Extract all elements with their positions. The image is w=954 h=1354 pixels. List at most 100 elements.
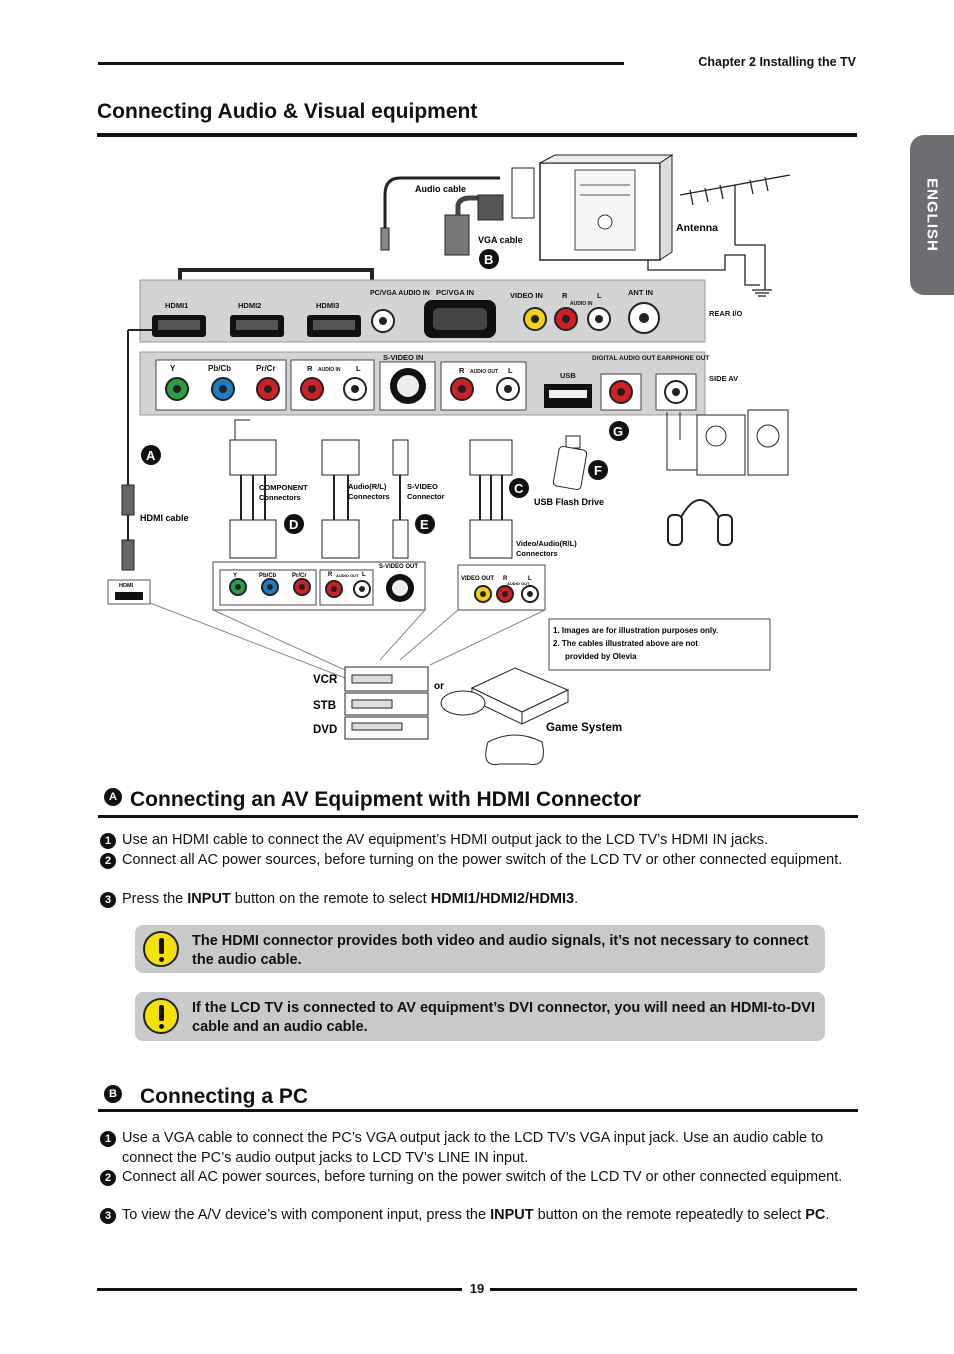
out-l-label: L [362,572,366,578]
step-number: 3 [100,892,116,908]
section-b-step-3: 3 To view the A/V device’s with componen… [100,1206,860,1246]
svg-text:G: G [613,424,623,439]
usb-label: USB [560,371,576,380]
page-title: Connecting Audio & Visual equipment [97,100,478,123]
header-rule [98,62,624,65]
step-text: Use an HDMI cable to connect the AV equi… [122,832,769,848]
step-text: Press the [122,891,188,907]
marker-b [479,249,499,269]
audio-cable-label: Audio cable [415,184,466,194]
svideo-in-port [379,361,436,411]
audio-in-label-side: AUDIO IN [318,367,341,373]
rear-io-label: REAR I/O [709,309,743,318]
svg-text:B: B [484,252,493,267]
section-b-marker: B [104,1085,122,1103]
svideo-connector-label-2: Connector [407,492,445,501]
section-a-step-2: 2 Connect all AC power sources, before t… [100,851,860,891]
svg-text:A: A [146,448,156,463]
side-av-label: SIDE AV [709,374,738,383]
step-number: 3 [100,1208,116,1224]
vga-port [424,300,496,338]
marker-d [284,514,304,534]
out-y-label: Y [233,573,237,579]
component-connectors-label-2: Connectors [259,493,301,502]
video-audio-label-1: Video/Audio(R/L) [516,539,577,548]
dvd-icon [344,716,429,740]
audio-cable-line [383,176,500,240]
step-text: . [574,891,579,907]
component-pb-port [211,377,235,401]
out-audio-l-port [353,580,371,598]
r-label-side: R [307,364,313,373]
connection-diagram: HDMI1 HDMI2 HDMI3 PC/VGA AUDIO IN PC/VGA… [107,154,791,766]
pcvga-audio-label: PC/VGA AUDIO IN [370,290,430,297]
note-line-2: 2. The cables illustrated above are not [553,639,698,648]
pc-input: PC [805,1207,826,1223]
step-text: button on the remote repeatedly to selec… [533,1207,806,1223]
vo-audio-out-label: AUDIO OUT [507,581,530,586]
step-text: Connect all AC power sources, before tur… [122,1169,843,1185]
out-video-port [474,585,492,603]
vga-cable-label: VGA cable [478,235,523,245]
svideo-in-label: S-VIDEO IN [383,353,423,362]
antenna-label: Antenna [676,222,718,234]
marker-e [415,514,435,534]
hdmi-cable-label: HDMI cable [140,513,189,523]
vcr-icon [344,666,429,692]
marker-c [509,478,529,498]
hdmi1-label: HDMI1 [165,301,188,310]
section-b-step-2: 2 Connect all AC power sources, before t… [100,1168,860,1208]
game-system-label: Game System [546,722,622,734]
side-audio-in-l-port [343,377,367,401]
pcvga-in-label: PC/VGA IN [436,288,474,297]
component-pr-port [256,377,280,401]
r-label-out: R [459,366,465,375]
hdmi3-port [307,315,361,337]
antenna-icon [647,174,791,297]
out-video-r-port [496,585,514,603]
out-pr-port [293,578,311,596]
hdmi2-port [230,315,284,337]
note-text: If the LCD TV is connected to AV equipme… [192,1000,816,1035]
stb-icon [344,692,429,716]
out-prcr-label: Pr/Cr [292,573,307,579]
step-text: To view the A/V device’s with component … [122,1207,491,1223]
digital-audio-out-label: DIGITAL AUDIO OUT [592,355,655,362]
earphone-out-label: EARPHONE OUT [657,355,709,362]
illustration-note-box [548,618,771,671]
audio-in-l-port [587,307,611,331]
chapter-heading: Chapter 2 Installing the TV [698,55,856,69]
usb-flash-label: USB Flash Drive [534,497,604,507]
digital-audio-out-port [600,373,642,411]
svideo-out-label: S-VIDEO OUT [379,564,418,570]
out-r-label: R [328,572,333,578]
marker-a [141,445,161,465]
note-dvi: If the LCD TV is connected to AV equipme… [135,992,825,1041]
out-y-port [229,578,247,596]
svg-text:F: F [594,463,602,478]
step-text: Use a VGA cable to connect the PC’s VGA … [122,1130,824,1166]
svideo-connector-label-1: S-VIDEO [407,482,438,491]
title-rule [97,133,857,137]
warning-icon [143,931,179,967]
svg-text:E: E [420,517,429,532]
warning-icon [143,998,179,1034]
out-audio-out-label: AUDIO OUT [336,573,359,578]
out-audio-r-port [325,580,343,598]
section-a-rule [98,815,858,818]
hdmi-small-label: HDMI [119,583,134,589]
video-out-label: VIDEO OUT [461,576,494,582]
input-button-name: INPUT [187,891,231,907]
svg-text:D: D [289,517,298,532]
step-text: button on the remote to select [230,891,431,907]
video-in-label: VIDEO IN [510,291,543,300]
footer-rule-right [490,1288,857,1291]
step-number: 2 [100,853,116,869]
note-text: The HDMI connector provides both video a… [192,933,809,968]
audio-in-r-port [554,307,578,331]
hdmi3-label: HDMI3 [316,301,339,310]
vcr-label: VCR [313,674,338,686]
audio-out-l-port [496,377,520,401]
section-a-step-3: 3 Press the INPUT button on the remote t… [100,890,860,910]
vo-l-label: L [528,576,532,582]
